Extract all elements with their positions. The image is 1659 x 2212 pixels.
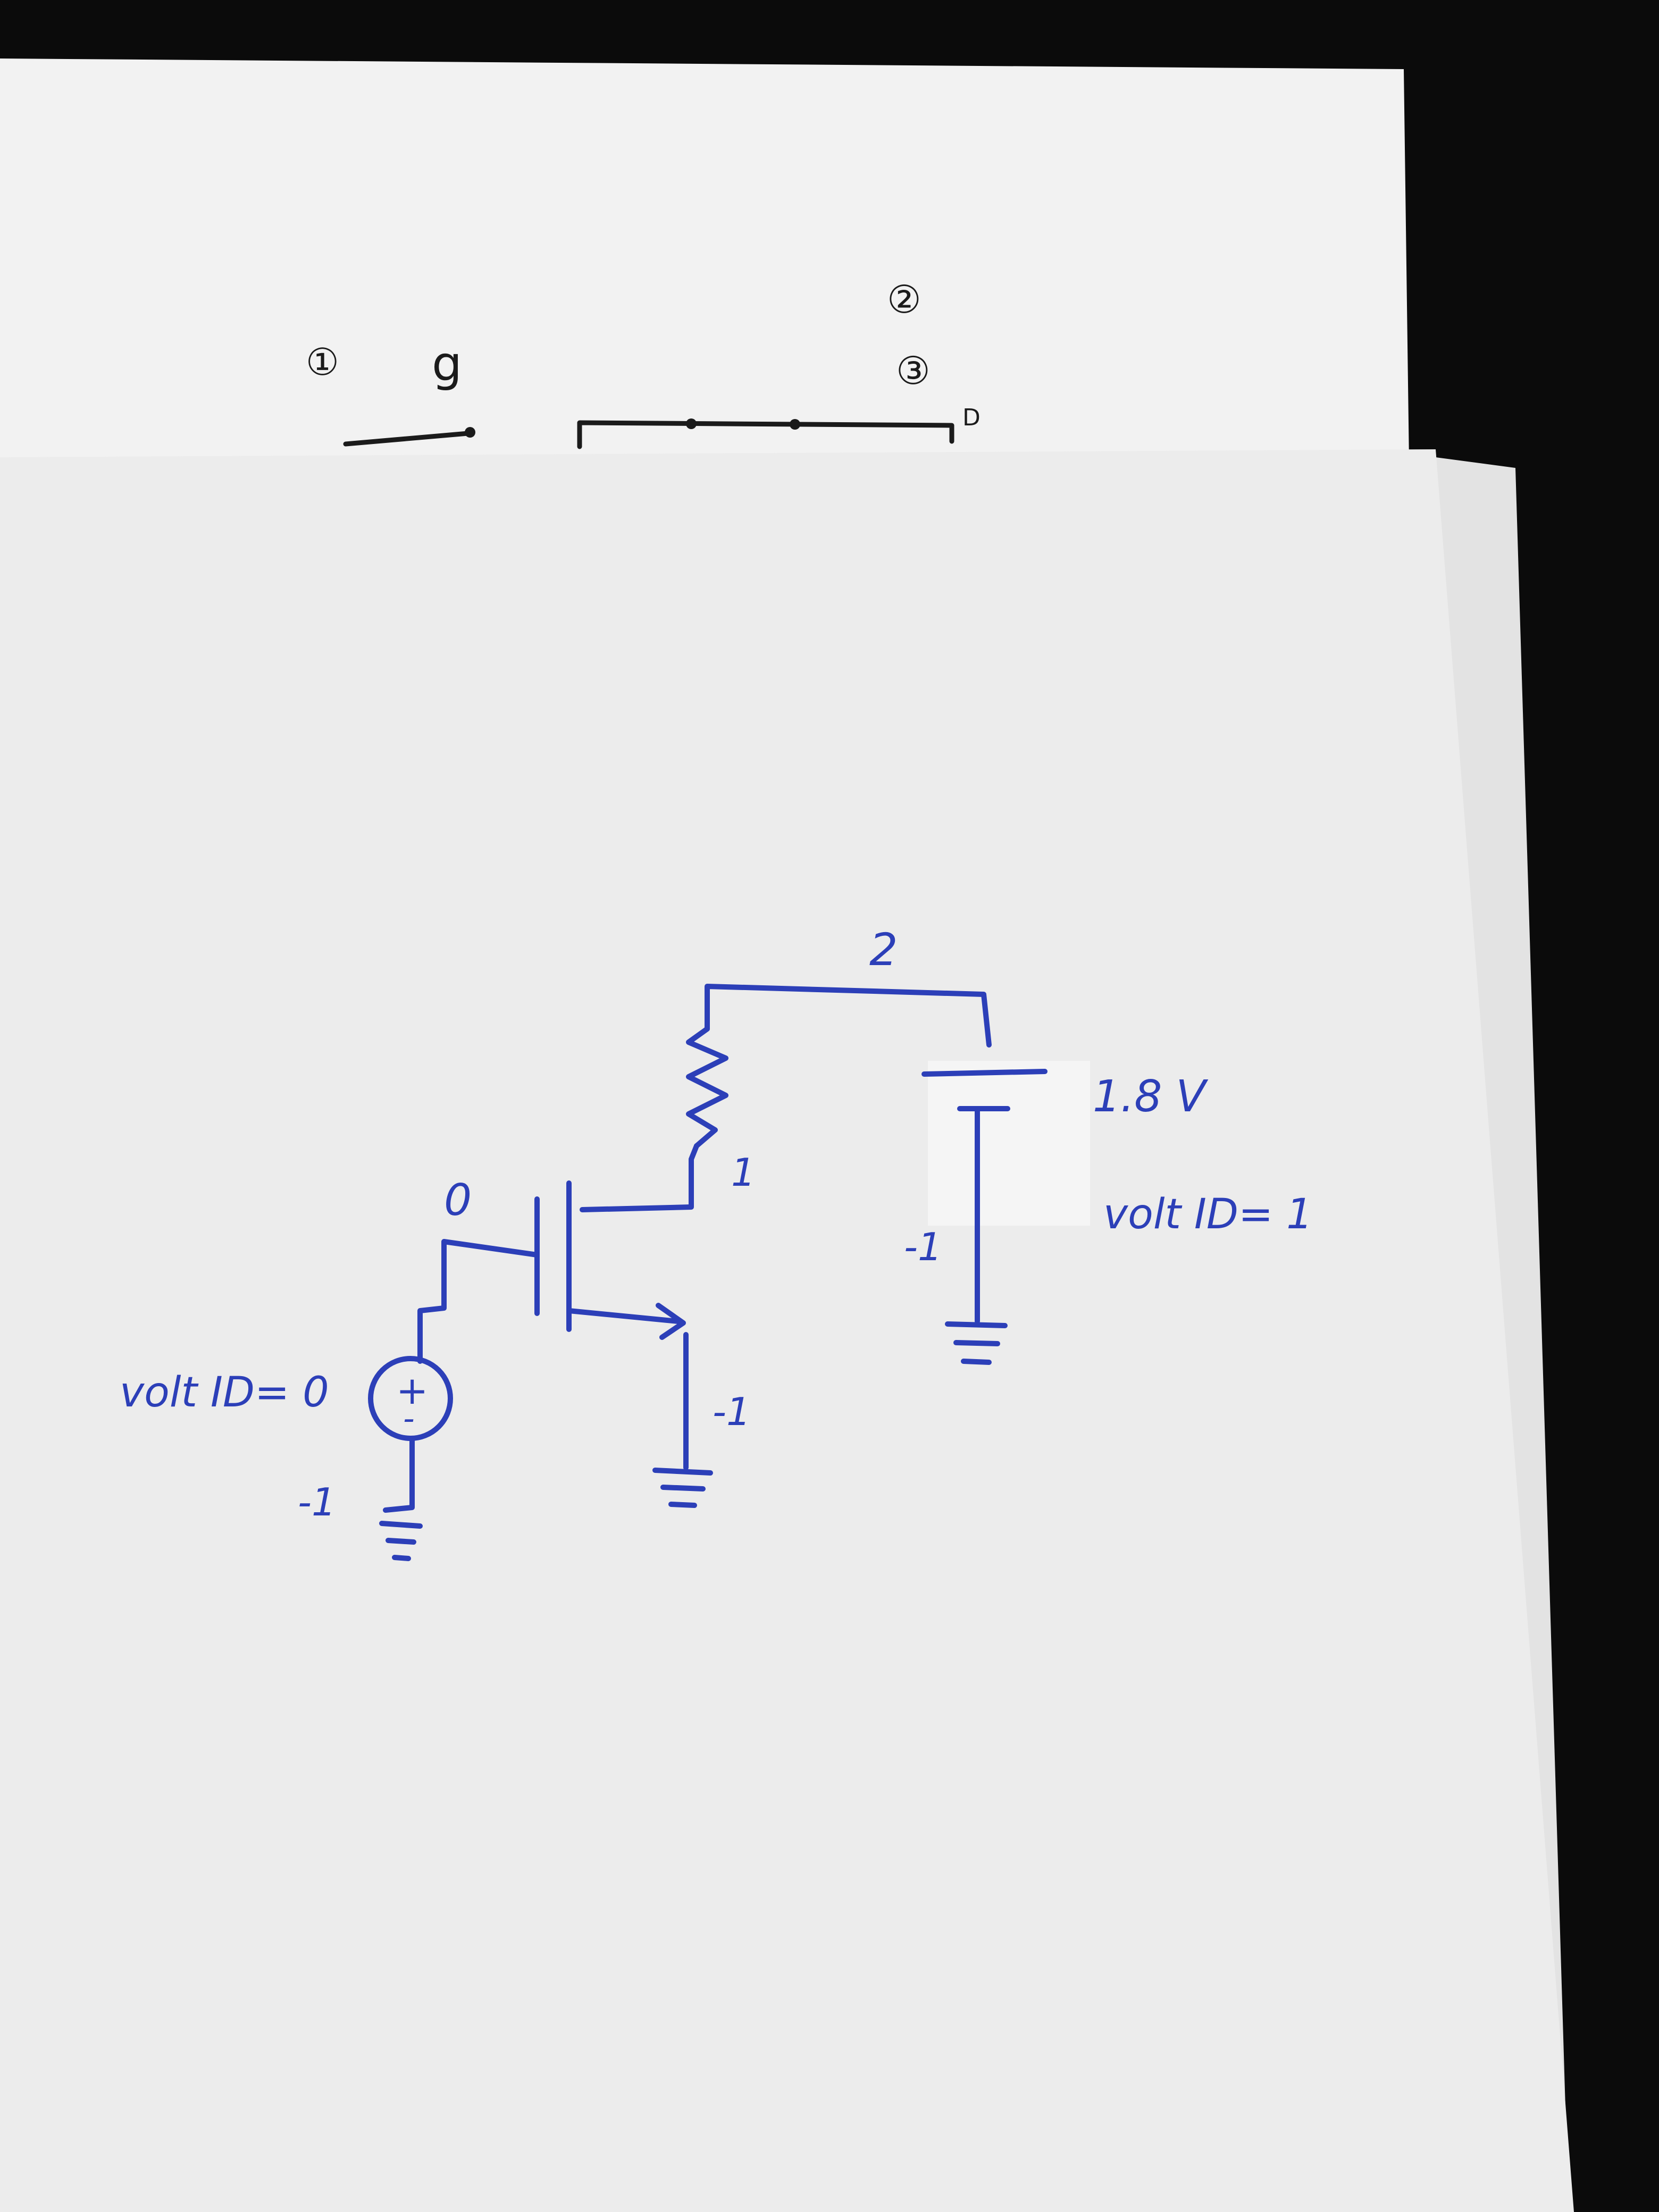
resistor <box>686 1026 728 1149</box>
mosfet-source-lead <box>566 1308 681 1324</box>
ground-symbol-vsource <box>379 1521 423 1561</box>
vsource-id-label: volt ID= 0 <box>120 1369 329 1417</box>
gate-wire-sketch <box>343 431 471 447</box>
top-sheet-sketch: ① g ② ③ D <box>306 277 981 449</box>
vsource-plus: + <box>396 1368 428 1413</box>
front-paper-sheet <box>0 449 1574 2212</box>
vsource-neg-node-label: -1 <box>298 1480 336 1524</box>
node-label-1: 1 <box>731 1150 756 1195</box>
drain-wire-sketch <box>577 420 954 449</box>
source-node-label: -1 <box>713 1389 751 1434</box>
circuit-diagram: 2 1 0 -1 + - volt ID= 0 -1 -1 1.8 V volt… <box>120 924 1313 1561</box>
ground-symbol-battery <box>945 1321 1008 1365</box>
battery-neg-node-label: -1 <box>904 1225 942 1269</box>
node-label-0: 0 <box>444 1175 472 1226</box>
ground-symbol-source <box>652 1468 713 1508</box>
drain-node-dot-2 <box>790 419 800 430</box>
mosfet-source-arrow <box>656 1303 686 1340</box>
battery-long-plate <box>921 1069 1048 1077</box>
drain-lead-wire <box>580 1143 699 1212</box>
gate-terminal-dot <box>465 427 475 438</box>
battery-id-label: volt ID= 1 <box>1103 1191 1313 1238</box>
vsource-ground-wire <box>383 1436 415 1513</box>
gate-wire <box>417 1239 540 1364</box>
marker-2: ② <box>887 277 921 322</box>
label-d: D <box>962 404 981 431</box>
back-paper-sheet <box>0 58 1409 463</box>
node-label-2: 2 <box>869 924 898 976</box>
marker-3: ③ <box>896 348 931 393</box>
vsource-minus: - <box>403 1400 415 1437</box>
drain-node-dot-1 <box>686 418 697 429</box>
paper-patch <box>928 1061 1090 1226</box>
label-g: g <box>432 336 462 392</box>
top-wire <box>705 984 992 1048</box>
battery-value-label: 1.8 V <box>1093 1071 1208 1122</box>
marker-1: ① <box>306 340 339 384</box>
